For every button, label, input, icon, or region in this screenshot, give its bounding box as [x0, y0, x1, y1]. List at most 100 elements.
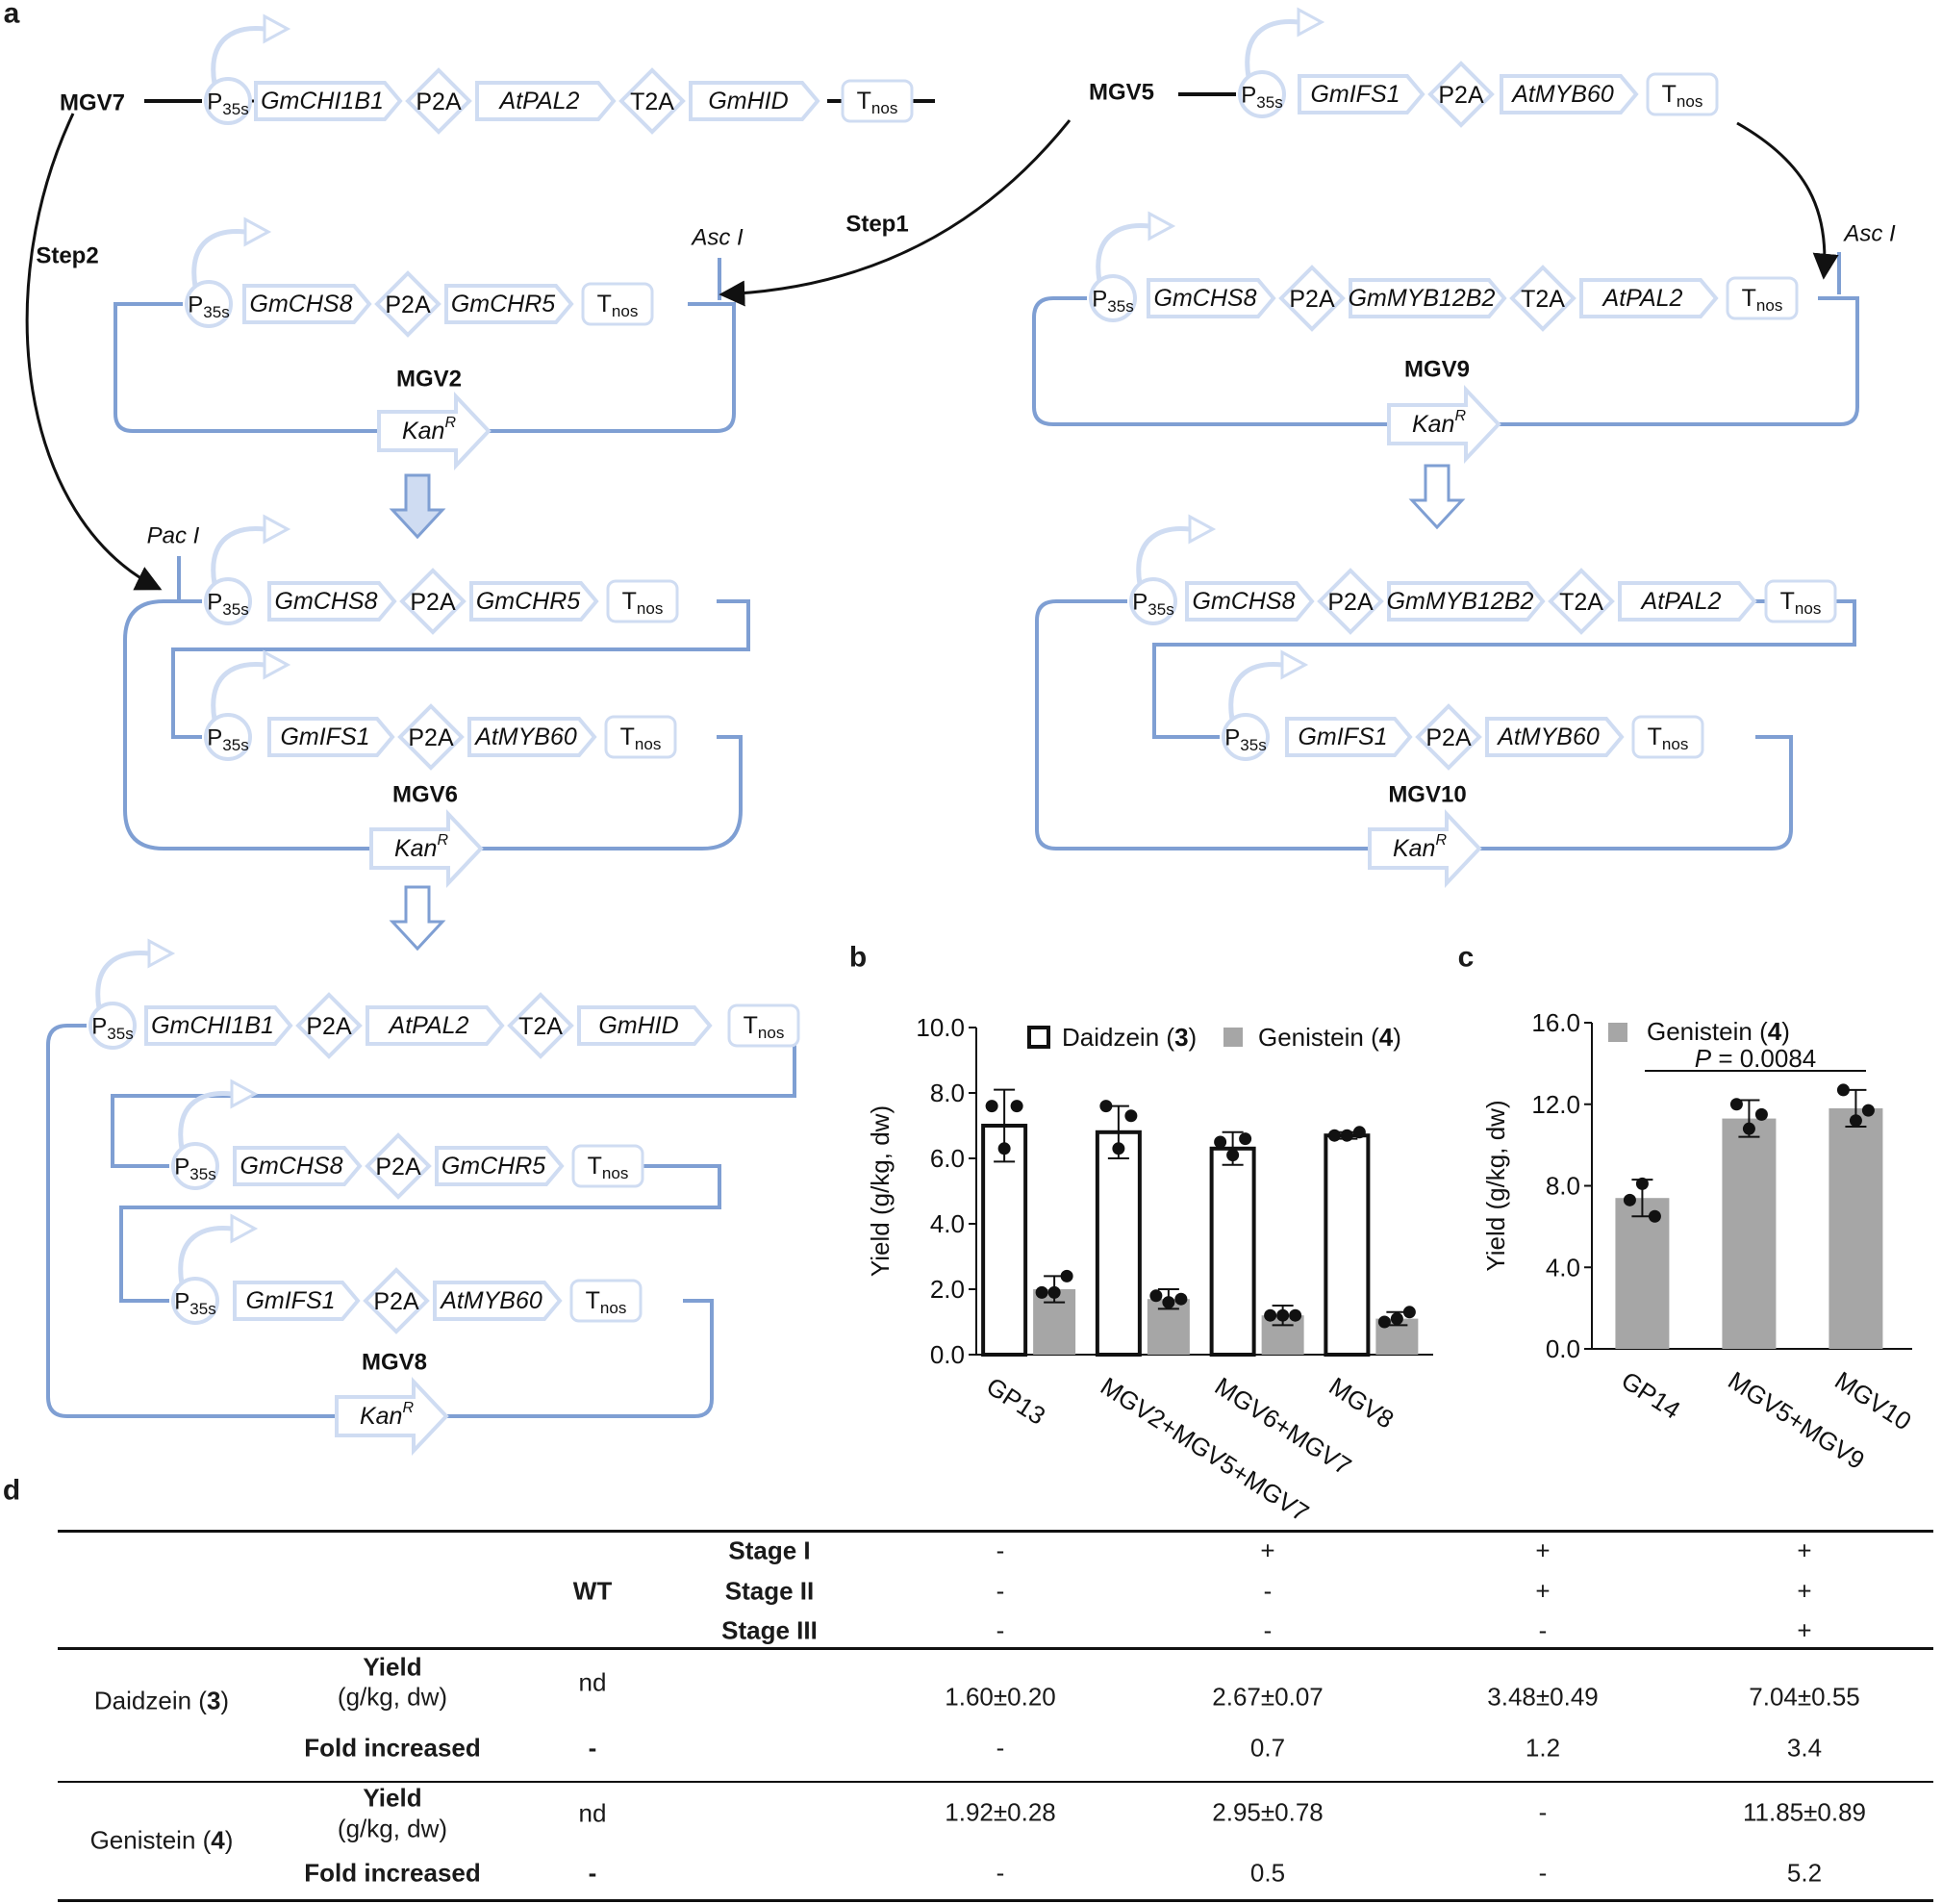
- gene-gmchs8: GmCHS8: [1185, 581, 1315, 622]
- linker-diamond: [507, 992, 574, 1059]
- linker-label: P2A: [416, 89, 462, 115]
- promoter-circle: [204, 577, 252, 625]
- p-value: P = 0.0084: [1695, 1044, 1817, 1073]
- terminator-tnos: Tnos: [581, 282, 654, 326]
- y-axis-label: Yield (g/kg, dw): [866, 1105, 895, 1277]
- linker-label: P2A: [410, 589, 456, 616]
- gene-arrow: [1298, 74, 1425, 114]
- promoter-label: P35s: [207, 89, 248, 118]
- gene-gmmyb12b2: GmMYB12B2: [1349, 278, 1507, 318]
- gene-gmifs1: GmIFS1: [1298, 74, 1425, 114]
- gene-gmhid: GmHID: [577, 1005, 713, 1046]
- x-tick-label: MGV2+MGV5+MGV7: [1096, 1371, 1314, 1527]
- subscript: 35s: [1240, 736, 1266, 754]
- promoter-arrow: [191, 229, 246, 288]
- data-point: [1340, 1129, 1353, 1142]
- x-tick-label: GP14: [1616, 1365, 1685, 1424]
- legend-swatch-genistein: [1608, 1023, 1627, 1042]
- p-rest: = 0.0084: [1711, 1044, 1816, 1073]
- promoter-circle: [1089, 274, 1137, 322]
- terminator-box: [1631, 715, 1704, 759]
- backbone-path: [1152, 599, 1856, 739]
- legend-close: ): [1781, 1017, 1790, 1046]
- linker-diamond: [374, 270, 441, 338]
- gene-label: GmCHR5: [451, 291, 555, 317]
- marker-label: KanR: [1393, 832, 1447, 863]
- marker-kanr: KanR: [377, 391, 492, 471]
- linker-p2a: P2A: [365, 1132, 432, 1200]
- gene-arrow: [144, 1005, 293, 1046]
- marker-kanr: KanR: [1387, 384, 1501, 465]
- gene-arrow: [689, 81, 820, 121]
- data-point: [1174, 1292, 1188, 1306]
- gene-arrow: [435, 1146, 565, 1186]
- terminator-box: [581, 282, 654, 326]
- bar: [1615, 1198, 1670, 1349]
- gene-gmchr5: GmCHR5: [469, 581, 599, 622]
- gene-gmifs1: GmIFS1: [267, 717, 395, 757]
- legend-close: ): [1393, 1023, 1401, 1052]
- promoter-arrowhead: [243, 216, 272, 247]
- gene-label: GmIFS1: [1298, 724, 1387, 750]
- linker-p2a: P2A: [374, 270, 441, 338]
- assembly-down-arrow: [389, 473, 446, 540]
- subscript: nos: [602, 1164, 628, 1182]
- gene-arrow: [467, 717, 597, 757]
- linker-label: P2A: [1425, 724, 1472, 751]
- gene-arrow: [254, 81, 403, 121]
- y-tick-label: 0.0: [930, 1340, 965, 1369]
- gene-label: GmHID: [598, 1012, 678, 1039]
- gene-label: GmMYB12B2: [1387, 588, 1534, 615]
- y-tick-label: 8.0: [1546, 1172, 1580, 1201]
- gene-gmchs8: GmCHS8: [267, 581, 397, 622]
- superscript: R: [402, 1400, 414, 1416]
- marker-arrow: [335, 1376, 449, 1457]
- linker-label: T2A: [518, 1013, 563, 1040]
- linker-label: P2A: [408, 724, 454, 751]
- bar: [1722, 1118, 1777, 1349]
- marker-kanr: KanR: [335, 1376, 449, 1457]
- plasmid-name: MGV6: [392, 782, 458, 808]
- promoter-circle: [1238, 70, 1286, 118]
- linker-diamond: [1548, 568, 1615, 635]
- data-point: [1124, 1109, 1138, 1123]
- gene-atpal2: AtPAL2: [366, 1005, 505, 1046]
- linker-diamond: [618, 67, 686, 135]
- gene-label: AtPAL2: [1602, 285, 1683, 312]
- bar: [1324, 1133, 1371, 1357]
- plasmid-name: MGV9: [1404, 357, 1470, 383]
- subscript: 35s: [222, 736, 248, 754]
- linker-t2a: T2A: [507, 992, 574, 1059]
- promoter-arrowhead: [1297, 7, 1325, 38]
- subscript: 35s: [1148, 600, 1173, 619]
- terminator-box: [606, 579, 679, 623]
- gene-label: GmCHR5: [441, 1153, 545, 1180]
- legend-close: ): [1189, 1023, 1198, 1052]
- linker-p2a: P2A: [1415, 703, 1482, 771]
- gene-label: GmCHI1B1: [151, 1012, 274, 1039]
- marker-arrow: [369, 808, 484, 889]
- terminator-tnos: Tnos: [606, 579, 679, 623]
- subscript: nos: [758, 1024, 784, 1042]
- subscript: 35s: [189, 1300, 215, 1318]
- y-tick-label: 12.0: [1531, 1090, 1580, 1119]
- data-point: [1264, 1308, 1277, 1322]
- gene-arrow: [1185, 581, 1315, 622]
- linker-diamond: [1317, 568, 1384, 635]
- superscript: R: [444, 415, 456, 431]
- terminator-tnos: Tnos: [571, 1144, 644, 1188]
- linker-diamond: [1278, 265, 1346, 332]
- marker-kanr: KanR: [1368, 808, 1482, 889]
- promoter-p35s: P35s: [185, 216, 272, 328]
- gene-label: AtMYB60: [473, 724, 577, 750]
- terminator-box: [727, 1003, 800, 1048]
- gene-arrow: [433, 1281, 563, 1321]
- gene-label: GmCHR5: [476, 588, 580, 615]
- gene-arrow: [1349, 278, 1507, 318]
- promoter-circle: [88, 1002, 137, 1050]
- promoter-arrowhead: [1188, 514, 1217, 545]
- terminator-tnos: Tnos: [727, 1003, 800, 1048]
- promoter-circle: [204, 713, 252, 761]
- bar: [1095, 1130, 1142, 1358]
- data-point: [1390, 1312, 1403, 1326]
